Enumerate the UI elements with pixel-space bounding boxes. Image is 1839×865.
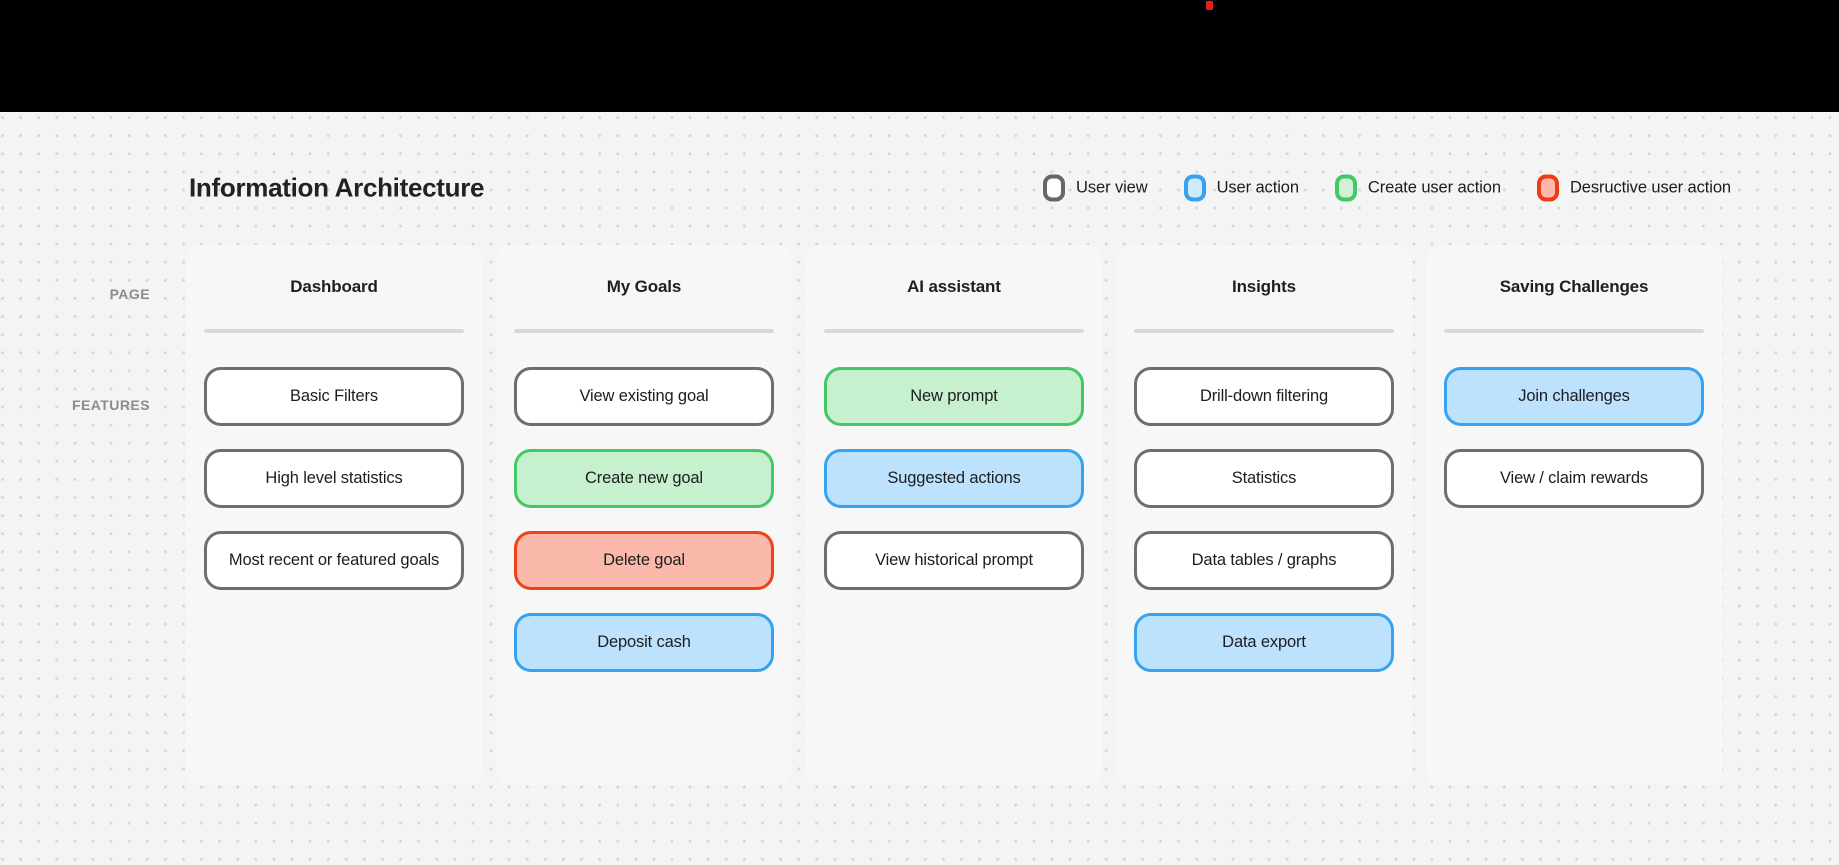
feature-pill[interactable]: Join challenges xyxy=(1444,367,1704,426)
column-title: AI assistant xyxy=(907,277,1001,296)
feature-pill[interactable]: Data export xyxy=(1134,613,1394,672)
feature-pill[interactable]: Delete goal xyxy=(514,531,774,590)
legend: User view User action Create user action De… xyxy=(1043,174,1731,202)
legend-item-create: Create user action xyxy=(1334,174,1501,202)
feature-pill[interactable]: View / claim rewards xyxy=(1444,449,1704,508)
legend-item-label: Create user action xyxy=(1367,178,1501,197)
legend-item-label: Desructive user action xyxy=(1569,178,1731,197)
feature-pill[interactable]: Drill-down filtering xyxy=(1134,367,1394,426)
legend-swatch-view-icon xyxy=(1043,174,1066,202)
column-title: Saving Challenges xyxy=(1499,277,1649,296)
column-divider xyxy=(1134,329,1394,333)
feature-pill[interactable]: New prompt xyxy=(824,367,1084,426)
column-divider xyxy=(824,329,1084,333)
legend-swatch-action-icon xyxy=(1183,174,1206,202)
feature-pill[interactable]: Most recent or featured goals xyxy=(204,531,464,590)
legend-item-label: User action xyxy=(1216,178,1299,197)
legend-swatch-destructive-icon xyxy=(1536,174,1559,202)
legend-item-action: User action xyxy=(1183,174,1299,202)
feature-pill[interactable]: View historical prompt xyxy=(824,531,1084,590)
legend-item-view: User view xyxy=(1043,174,1148,202)
column-title: My Goals xyxy=(606,277,682,296)
feature-pill[interactable]: Suggested actions xyxy=(824,449,1084,508)
legend-item-label: User view xyxy=(1076,178,1148,197)
feature-pill[interactable]: Basic Filters xyxy=(204,367,464,426)
feature-pill[interactable]: Create new goal xyxy=(514,449,774,508)
feature-pill[interactable]: Deposit cash xyxy=(514,613,774,672)
row-label-features: FEATURES xyxy=(71,397,150,413)
column-divider xyxy=(514,329,774,333)
feature-pill[interactable]: Data tables / graphs xyxy=(1134,531,1394,590)
feature-pill[interactable]: View existing goal xyxy=(514,367,774,426)
row-label-page: PAGE xyxy=(109,286,150,302)
column-title: Insights xyxy=(1232,277,1296,296)
page-title: Information Architecture xyxy=(189,172,485,203)
column-title: Dashboard xyxy=(290,277,378,296)
column-divider xyxy=(204,329,464,333)
top-black-bar xyxy=(0,0,1839,112)
column-divider xyxy=(1444,329,1704,333)
recording-indicator-dot xyxy=(1206,1,1213,10)
feature-pill[interactable]: High level statistics xyxy=(204,449,464,508)
page-header: Information Architecture User view User a… xyxy=(0,168,1839,208)
legend-item-destructive: Desructive user action xyxy=(1536,174,1731,202)
legend-swatch-create-icon xyxy=(1334,174,1357,202)
feature-pill[interactable]: Statistics xyxy=(1134,449,1394,508)
